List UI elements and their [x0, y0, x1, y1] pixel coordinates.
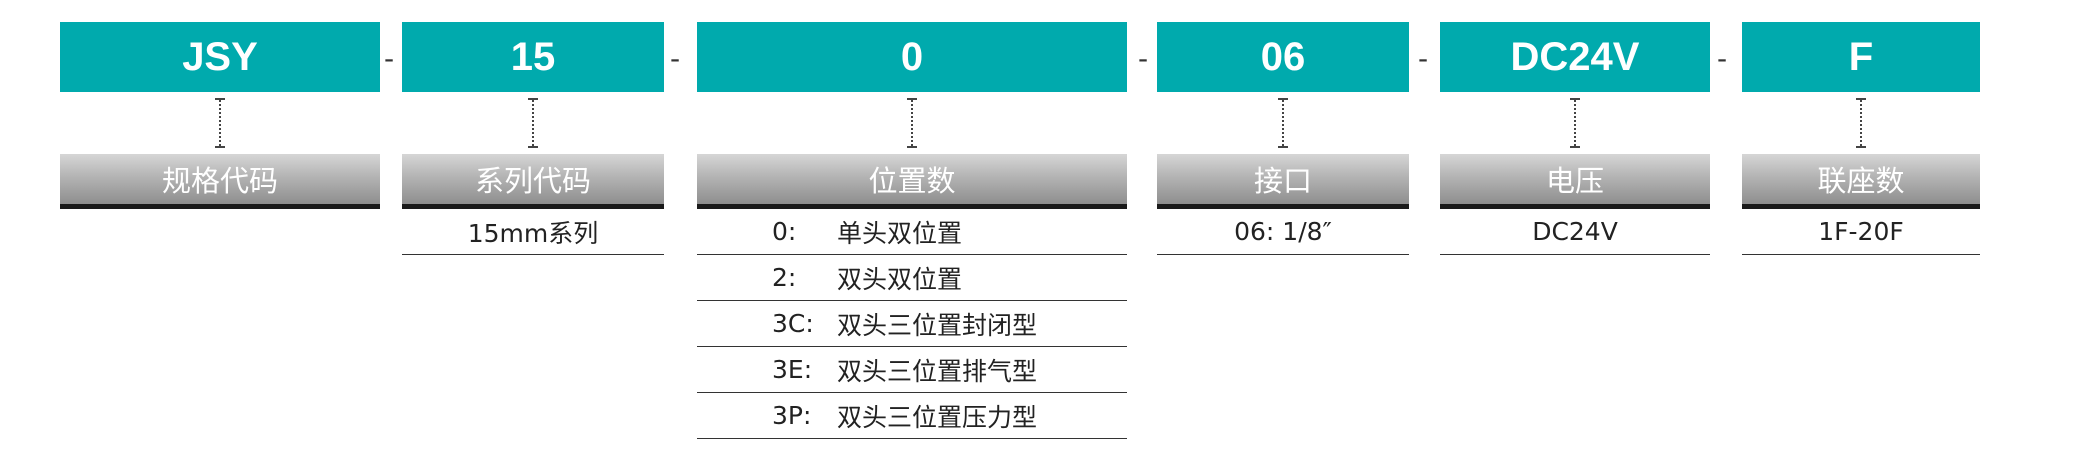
option-desc: 单头双位置: [837, 218, 963, 248]
dotted-connector: [697, 98, 1127, 148]
segment-spec-code: JSY 规格代码: [60, 22, 380, 209]
segment-label: 电压: [1440, 154, 1710, 209]
dotted-connector: [402, 98, 664, 148]
segment-voltage: DC24V 电压 DC24V: [1440, 22, 1710, 255]
segment-label: 系列代码: [402, 154, 664, 209]
separator: -: [670, 42, 681, 75]
segment-value: 1F-20F: [1742, 209, 1980, 255]
option-desc: 双头三位置排气型: [837, 356, 1038, 386]
dotted-connector: [60, 98, 380, 148]
code-box: F: [1742, 22, 1980, 92]
code-box: JSY: [60, 22, 380, 92]
option-row: 3E: 双头三位置排气型: [697, 347, 1127, 393]
segment-label: 规格代码: [60, 154, 380, 209]
option-code: 2:: [772, 263, 797, 292]
code-box: 06: [1157, 22, 1409, 92]
option-desc: 双头三位置压力型: [837, 402, 1038, 432]
dotted-connector: [1440, 98, 1710, 148]
dotted-connector: [1157, 98, 1409, 148]
segment-label: 接口: [1157, 154, 1409, 209]
dotted-connector: [1742, 98, 1980, 148]
option-row: 0: 单头双位置: [697, 209, 1127, 255]
option-code: 3P:: [772, 401, 812, 430]
code-box: DC24V: [1440, 22, 1710, 92]
option-code: 3C:: [772, 309, 814, 338]
code-box: 0: [697, 22, 1127, 92]
option-code: 3E:: [772, 355, 813, 384]
option-desc: 双头三位置封闭型: [837, 310, 1038, 340]
segment-value: 06: 1/8″: [1157, 209, 1409, 255]
option-desc: 双头双位置: [837, 264, 963, 294]
segment-value: DC24V: [1440, 209, 1710, 255]
separator: -: [1418, 42, 1429, 75]
segment-series-code: 15 系列代码 15mm系列: [402, 22, 664, 255]
separator: -: [1717, 42, 1728, 75]
option-row: 3C: 双头三位置封闭型: [697, 301, 1127, 347]
segment-label: 位置数: [697, 154, 1127, 209]
separator: -: [1138, 42, 1149, 75]
segment-positions: 0 位置数 0: 单头双位置 2: 双头双位置 3C: 双头三位置封闭型 3E:…: [697, 22, 1127, 439]
segment-port: 06 接口 06: 1/8″: [1157, 22, 1409, 255]
segment-label: 联座数: [1742, 154, 1980, 209]
segment-value: 15mm系列: [402, 209, 664, 255]
separator: -: [384, 42, 395, 75]
option-row: 2: 双头双位置: [697, 255, 1127, 301]
segment-manifold-count: F 联座数 1F-20F: [1742, 22, 1980, 255]
option-row: 3P: 双头三位置压力型: [697, 393, 1127, 439]
code-box: 15: [402, 22, 664, 92]
option-code: 0:: [772, 217, 797, 246]
